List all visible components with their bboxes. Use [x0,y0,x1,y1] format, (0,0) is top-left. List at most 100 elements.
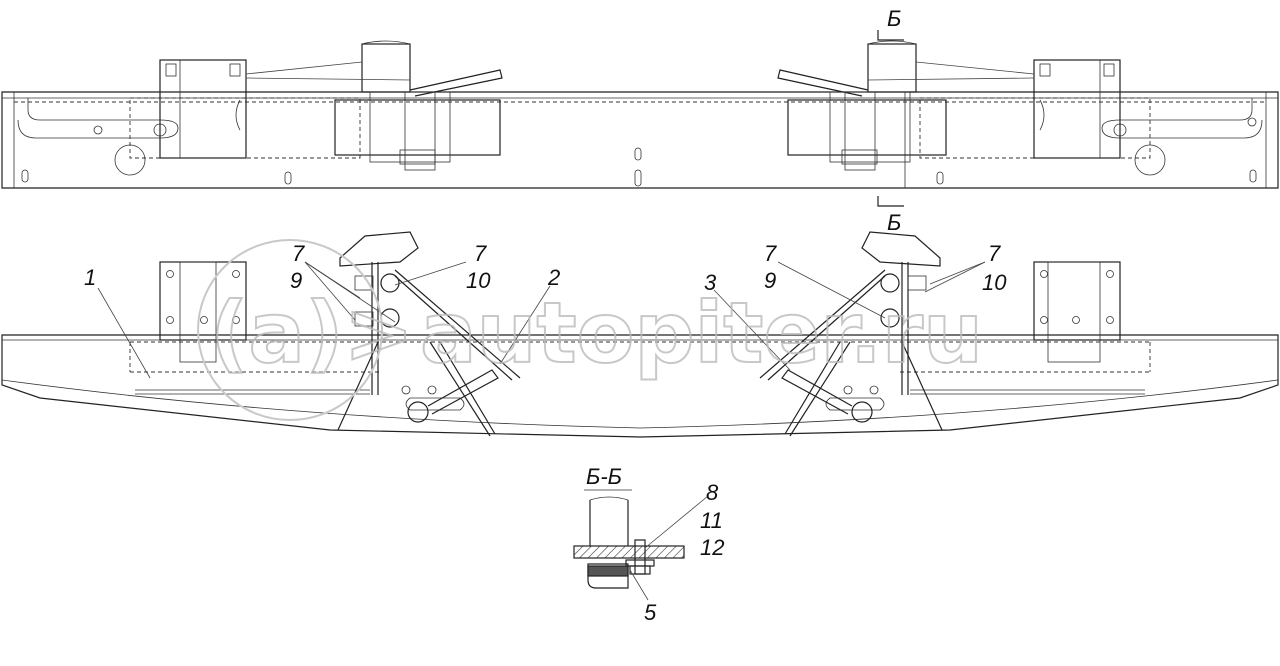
leader-8 [644,495,709,549]
front-left-mount-hole-1 [166,270,174,278]
callout-7d: 7 [988,241,1001,266]
top-view: Б Б [1,6,1279,235]
section-nut [629,565,651,575]
top-leader-right-2 [867,77,1035,81]
left-mount-notch [235,99,241,131]
front-left-brace [429,341,496,437]
left-clamp-body [334,99,501,156]
front-right-nut-upper [907,275,927,291]
front-right-mount-plate [1033,261,1121,341]
leader-7b [394,261,467,286]
callout-10b: 10 [982,270,1007,295]
front-right-brace [784,341,851,437]
front-right-handle-knob [851,401,873,423]
front-beam-curve [1,379,1279,429]
section-title: Б-Б [586,464,622,489]
callout-7b: 7 [474,241,487,266]
section-mark-top: Б [887,6,901,31]
left-clamp-inner [369,91,451,163]
callout-2: 2 [547,265,560,290]
top-leader-left-2 [245,77,411,81]
front-right-bolt-upper [880,273,900,293]
front-left-nut-lower [354,311,374,327]
left-end-slot [17,98,179,139]
leader-7d-1 [929,261,986,285]
leader-7c [777,261,886,319]
section-lower-block-dark [587,565,629,577]
leader-7d-2 [924,261,986,293]
section-hatched-plate [573,545,685,559]
callout-7a: 7 [292,241,305,266]
front-right-handle [781,369,853,415]
front-right-bolt-lower [880,308,900,328]
left-small-hole [93,125,103,135]
section-post [589,500,629,546]
callout-11: 11 [700,508,723,533]
right-mount-bolt-1 [1039,63,1051,77]
front-view: 1 7 9 7 10 2 3 7 9 7 10 [1,231,1279,438]
right-clamp-jaw [844,91,876,171]
callout-10a: 10 [466,268,491,293]
section-view: Б-Б 8 11 12 5 [573,464,724,625]
watermark: (a)> autopiter.ru [197,239,984,421]
front-left-mount-hole-4 [200,316,208,324]
left-lever [409,69,503,97]
watermark-logo-mark: (a)> [210,284,414,382]
leader-5 [629,569,649,601]
left-mount-bolt-2 [229,63,241,77]
front-left-handle [427,369,499,415]
callout-8: 8 [706,480,719,505]
section-mark-bottom-line [877,196,904,207]
left-mount-plate [159,59,247,159]
front-right-mount-channel [1047,261,1101,363]
right-post [867,43,917,93]
section-washer [625,559,655,567]
leader-3 [713,289,791,371]
oval-hole-1 [284,171,292,185]
callout-9b: 9 [764,268,776,293]
front-right-mount-hole-4 [1072,316,1080,324]
front-left-mount-hole-2 [232,270,240,278]
front-left-clamp-head [339,231,419,267]
right-end-slot [1101,98,1263,139]
right-clamp-body [787,99,947,156]
front-left-handle-knob [407,401,429,423]
right-small-hole [1247,117,1257,127]
left-bracket-hidden [129,97,361,159]
front-left-pin-2 [427,385,437,395]
section-mark-bottom: Б [887,210,901,235]
callout-9a: 9 [290,268,302,293]
left-post [361,43,411,93]
front-left-pin-1 [401,385,411,395]
section-mark-top-line [877,30,904,41]
left-oval-hole [21,169,29,183]
front-left-mount-hole-5 [232,316,240,324]
front-right-mount-hole-5 [1106,316,1114,324]
callout-3: 3 [704,270,717,295]
front-right-pin-2 [869,385,879,395]
leader-1 [97,287,151,379]
front-beam-outline [1,334,1279,438]
top-beam-outline [1,91,1279,189]
front-left-brace-2 [337,341,379,431]
left-post-cap [361,40,411,45]
top-leader-right-1 [915,61,1035,75]
front-right-pin-1 [843,385,853,395]
watermark-text: autopiter.ru [420,284,983,382]
left-clamp-jaw [404,91,436,171]
callout-7c: 7 [764,241,777,266]
section-post-top [589,496,629,501]
oval-hole-4 [936,171,944,185]
watermark-ring [197,239,383,421]
right-post-cap [867,40,917,45]
callout-5: 5 [644,600,657,625]
leader-7a-2 [304,261,356,321]
front-left-mount-channel [179,261,217,363]
front-left-clamp-arm [394,269,521,381]
left-clamp-nut [399,149,436,165]
callout-1: 1 [84,265,96,290]
oval-hole-3 [634,169,642,187]
front-right-brace-2 [901,341,943,431]
right-oval-hole [1249,169,1257,183]
